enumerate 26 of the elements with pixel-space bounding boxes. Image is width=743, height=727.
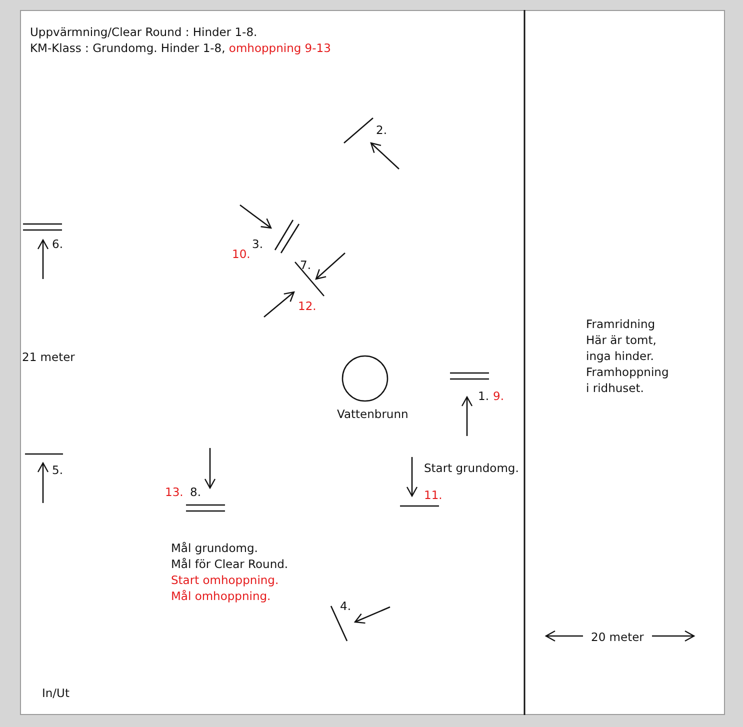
jump-number: 3. — [252, 236, 263, 252]
jump-number: 1. — [478, 388, 489, 404]
note-text: Start grundomg. — [424, 460, 519, 476]
dimension-text: 20 meter — [591, 629, 644, 645]
jump-number: 6. — [52, 236, 63, 252]
jump-number: 10. — [232, 246, 250, 262]
note-text: Framridning Här är tomt, inga hinder. Framhoppning i ridhuset. — [586, 316, 670, 396]
note-text: Mål grundomg. — [171, 540, 258, 556]
heading-text: omhoppning 9-13 — [228, 41, 331, 55]
jump-number: 5. — [52, 462, 63, 478]
jump-number: 2. — [376, 122, 387, 138]
jump-number: 12. — [298, 298, 316, 314]
entrance-label: In/Ut — [42, 685, 70, 701]
jump-number: 9. — [493, 388, 504, 404]
heading-text: KM-Klass : Grundomg. Hinder 1-8, — [30, 41, 226, 55]
well-label: Vattenbrunn — [337, 406, 408, 422]
heading-text: Uppvärmning/Clear Round : Hinder 1-8. — [30, 25, 258, 39]
note-text: Start omhoppning. — [171, 572, 279, 588]
jump-number: 7. — [300, 257, 311, 273]
jump-number: 11. — [424, 487, 442, 503]
jump-number: 8. — [190, 484, 201, 500]
dimension-text: 21 meter — [22, 349, 75, 365]
jump-number: 4. — [340, 598, 351, 614]
note-text: Mål för Clear Round. — [171, 556, 288, 572]
jump-number: 13. — [165, 484, 184, 500]
note-text: Mål omhoppning. — [171, 588, 271, 604]
